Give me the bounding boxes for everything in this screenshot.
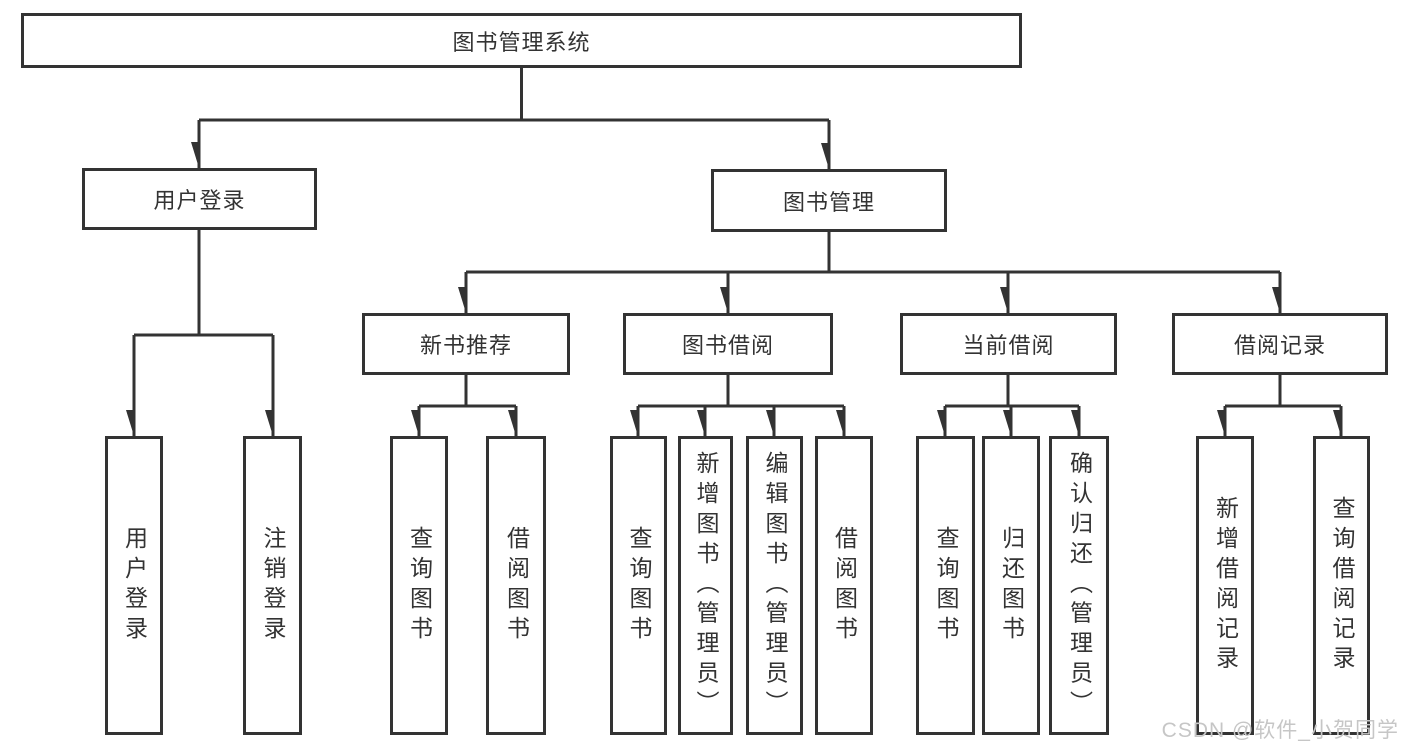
connector-borrow-records-group <box>1225 375 1343 436</box>
node-book-borrow-label: 图书借阅 <box>681 333 774 358</box>
leaf-query-borrow-record-label: 查询借阅记录 <box>1329 495 1355 676</box>
node-root-system-label: 图书管理系统 <box>452 29 591 55</box>
leaf-return-books-label: 归还图书 <box>998 525 1025 646</box>
node-current-borrow-label: 当前借阅 <box>962 333 1055 358</box>
leaf-add-borrow-record-label: 新增借阅记录 <box>1212 495 1239 676</box>
leaf-add-borrow-record: 新增借阅记录 <box>1196 436 1254 735</box>
leaf-borrow-books: 借阅图书 <box>815 436 873 735</box>
leaf-logout: 注销登录 <box>243 436 302 735</box>
leaf-recommend-query-books: 查询图书 <box>390 436 448 735</box>
connector-book-borrow-group <box>638 375 846 436</box>
leaf-recommend-borrow-books: 借阅图书 <box>486 436 546 735</box>
leaf-logout-label: 注销登录 <box>260 525 286 646</box>
node-root-system: 图书管理系统 <box>21 13 1022 68</box>
node-book-management: 图书管理 <box>711 169 947 232</box>
leaf-add-books-admin: 新增图书（管理员） <box>678 436 733 735</box>
node-user-login: 用户登录 <box>82 168 317 230</box>
connector-current-borrow-group <box>945 375 1081 436</box>
leaf-user-login-label: 用户登录 <box>121 525 148 646</box>
leaf-edit-books-admin: 编辑图书（管理员） <box>746 436 803 735</box>
connector-book-management-group <box>466 232 1282 313</box>
leaf-edit-books-admin-label: 编辑图书（管理员） <box>762 450 788 721</box>
connector-root-to-level2 <box>199 68 831 169</box>
leaf-borrow-query-books-label: 查询图书 <box>626 525 652 646</box>
node-current-borrow: 当前借阅 <box>900 313 1117 375</box>
node-book-management-label: 图书管理 <box>782 189 875 215</box>
csdn-watermark: CSDN @软件_小贺同学 <box>1161 719 1399 742</box>
leaf-return-books: 归还图书 <box>982 436 1040 735</box>
leaf-add-books-admin-label: 新增图书（管理员） <box>693 450 719 721</box>
node-user-login-label: 用户登录 <box>153 188 246 213</box>
connector-user-login-group <box>134 230 275 436</box>
leaf-user-login: 用户登录 <box>105 436 163 735</box>
node-borrow-records-label: 借阅记录 <box>1233 333 1326 358</box>
leaf-current-query-books-label: 查询图书 <box>933 525 959 646</box>
leaf-confirm-return-admin-label: 确认归还（管理员） <box>1066 450 1093 721</box>
leaf-query-borrow-record: 查询借阅记录 <box>1313 436 1370 735</box>
node-new-book-recommend: 新书推荐 <box>362 313 570 375</box>
node-borrow-records: 借阅记录 <box>1172 313 1388 375</box>
node-new-book-recommend-label: 新书推荐 <box>419 333 512 358</box>
leaf-confirm-return-admin: 确认归还（管理员） <box>1049 436 1109 735</box>
leaf-borrow-books-label: 借阅图书 <box>831 525 858 646</box>
node-book-borrow: 图书借阅 <box>623 313 833 375</box>
leaf-recommend-query-books-label: 查询图书 <box>406 525 433 646</box>
leaf-borrow-query-books: 查询图书 <box>610 436 667 735</box>
leaf-recommend-borrow-books-label: 借阅图书 <box>503 525 530 646</box>
connector-new-book-recommend-group <box>419 375 518 436</box>
leaf-current-query-books: 查询图书 <box>916 436 975 735</box>
